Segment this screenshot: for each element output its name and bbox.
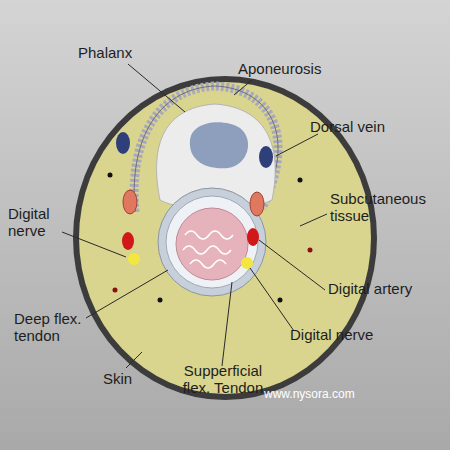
aponeurosis-label: Aponeurosis xyxy=(238,60,348,77)
nerve-label: Digital nerve xyxy=(8,205,68,239)
vein-label: Dorsal vein xyxy=(310,118,420,135)
artery-label: Digital artery xyxy=(328,280,443,297)
bone-label: Phalanx xyxy=(78,44,158,61)
tissue-label: Subcutaneous tissue xyxy=(330,190,440,224)
tendon-label: Deep flex. tendon xyxy=(14,310,104,344)
tendon-label: Supperficial flex. Tendon xyxy=(168,362,278,396)
skin-label: Skin xyxy=(103,370,143,387)
watermark: www.nysora.com xyxy=(264,386,374,403)
nerve-label: Digital nerve xyxy=(290,326,400,343)
